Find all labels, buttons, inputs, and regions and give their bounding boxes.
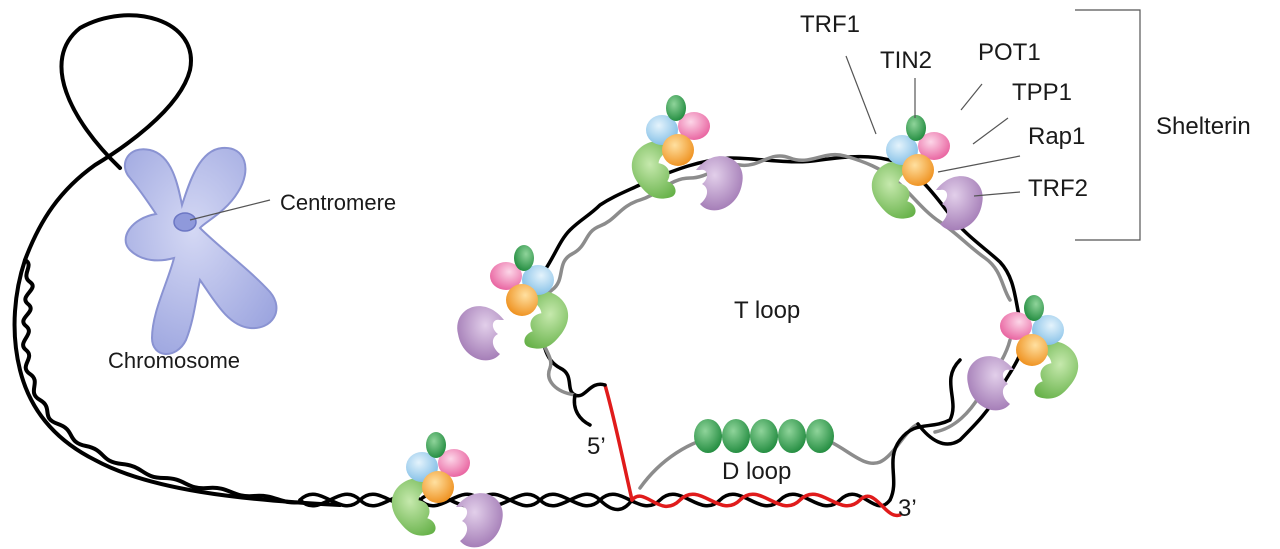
shelterin-label: Shelterin bbox=[1156, 113, 1251, 140]
leader-lines bbox=[189, 9, 1141, 241]
t-loop-label: T loop bbox=[734, 297, 800, 324]
d-loop-pot1-beads bbox=[694, 419, 834, 453]
shelterin-complex bbox=[624, 95, 743, 211]
rap1-label: Rap1 bbox=[1028, 123, 1085, 150]
shelterin-complex bbox=[384, 432, 503, 548]
three-prime-label: 3’ bbox=[898, 495, 917, 522]
chromosome-shape bbox=[123, 146, 278, 355]
shelterin-complex bbox=[457, 245, 576, 361]
trf1-label: TRF1 bbox=[800, 11, 860, 38]
five-prime-label: 5’ bbox=[587, 433, 606, 460]
tpp1-label: TPP1 bbox=[1012, 79, 1072, 106]
centromere-label: Centromere bbox=[280, 190, 396, 215]
d-loop-label: D loop bbox=[722, 458, 791, 485]
labels: Centromere Chromosome T loop D loop 5’ 3… bbox=[108, 11, 1251, 522]
trf2-label: TRF2 bbox=[1028, 175, 1088, 202]
shelterin-complex bbox=[967, 295, 1086, 411]
tin2-label: TIN2 bbox=[880, 47, 932, 74]
chromosome-label: Chromosome bbox=[108, 348, 240, 373]
centromere-dot bbox=[173, 212, 197, 232]
pot1-label: POT1 bbox=[978, 39, 1041, 66]
chromatin-fiber bbox=[12, 13, 342, 507]
shelterin-complex bbox=[864, 115, 983, 231]
